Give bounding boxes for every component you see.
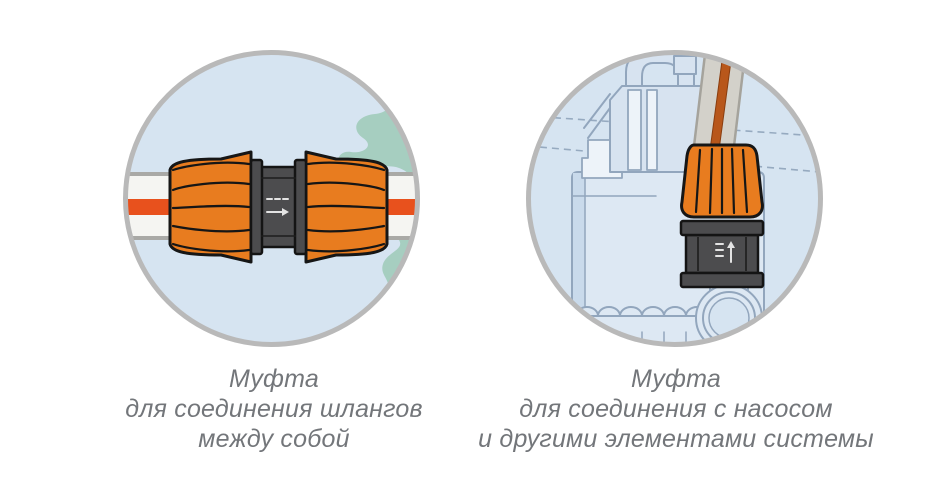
caption-line: и другими элементами системы — [478, 425, 874, 453]
pump-housing-panel — [627, 89, 642, 171]
hose-to-hose-illustration — [123, 50, 420, 347]
caption-line: между собой — [198, 425, 350, 453]
pump-coupling-icon — [526, 50, 823, 347]
circle-border — [526, 50, 823, 347]
caption-hose-to-pump: Муфта для соединения с насосом и другими… — [476, 364, 876, 454]
coupling-center-body — [249, 158, 308, 256]
coupling-nut-right — [304, 150, 389, 264]
caption-line: Муфта — [229, 365, 319, 393]
caption-line: для соединения шлангов — [125, 395, 423, 423]
pump-handle-knob — [673, 55, 697, 75]
pump-housing-panel — [646, 89, 658, 171]
caption-line: Муфта — [631, 365, 721, 393]
circle-border — [123, 50, 420, 347]
pump-strut-lines — [583, 93, 611, 139]
hose-coupling-icon — [123, 50, 420, 347]
caption-line: для соединения с насосом — [519, 395, 833, 423]
coupling-center-body — [679, 219, 765, 289]
size-marking — [266, 198, 289, 216]
size-marking — [715, 241, 735, 263]
hose-coupling — [168, 150, 389, 264]
pump-body-shade — [573, 173, 585, 315]
coupling-nut-left — [168, 150, 253, 264]
hose-to-pump-illustration — [526, 50, 823, 347]
coupling-nut-top — [680, 143, 764, 219]
caption-hose-to-hose: Муфта для соединения шлангов между собой — [74, 364, 474, 454]
